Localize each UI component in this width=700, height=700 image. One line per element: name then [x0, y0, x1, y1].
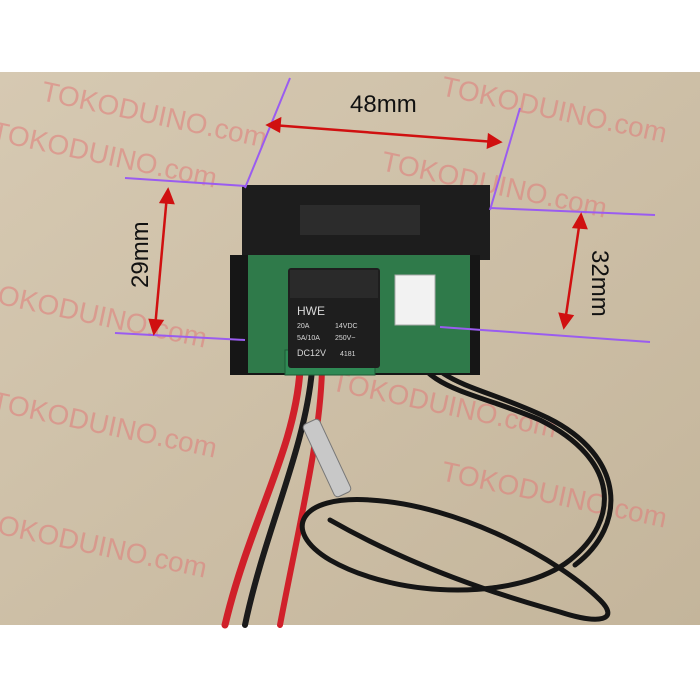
relay-spec: 14VDC	[335, 323, 358, 330]
front-height-label: 29mm	[127, 221, 154, 288]
sensor-connector	[394, 274, 436, 326]
relay-spec: 250V~	[335, 335, 355, 342]
dimension-arrows	[148, 116, 588, 336]
dimension-guides	[114, 77, 656, 343]
width-label: 48mm	[350, 91, 417, 118]
back-height-label: 32mm	[586, 250, 613, 317]
relay-brand: HWE	[297, 304, 325, 318]
relay-spec: 4181	[340, 351, 356, 358]
relay: HWE 20A 14VDC 5A/10A 250V~ DC12V 4181	[288, 268, 380, 368]
relay-spec: 20A	[297, 323, 310, 330]
relay-spec: 5A/10A	[297, 335, 320, 342]
temperature-probe	[302, 418, 352, 498]
dimension-labels: 48mm 29mm 32mm	[127, 91, 613, 317]
relay-spec: DC12V	[297, 348, 326, 358]
wires	[221, 337, 614, 629]
